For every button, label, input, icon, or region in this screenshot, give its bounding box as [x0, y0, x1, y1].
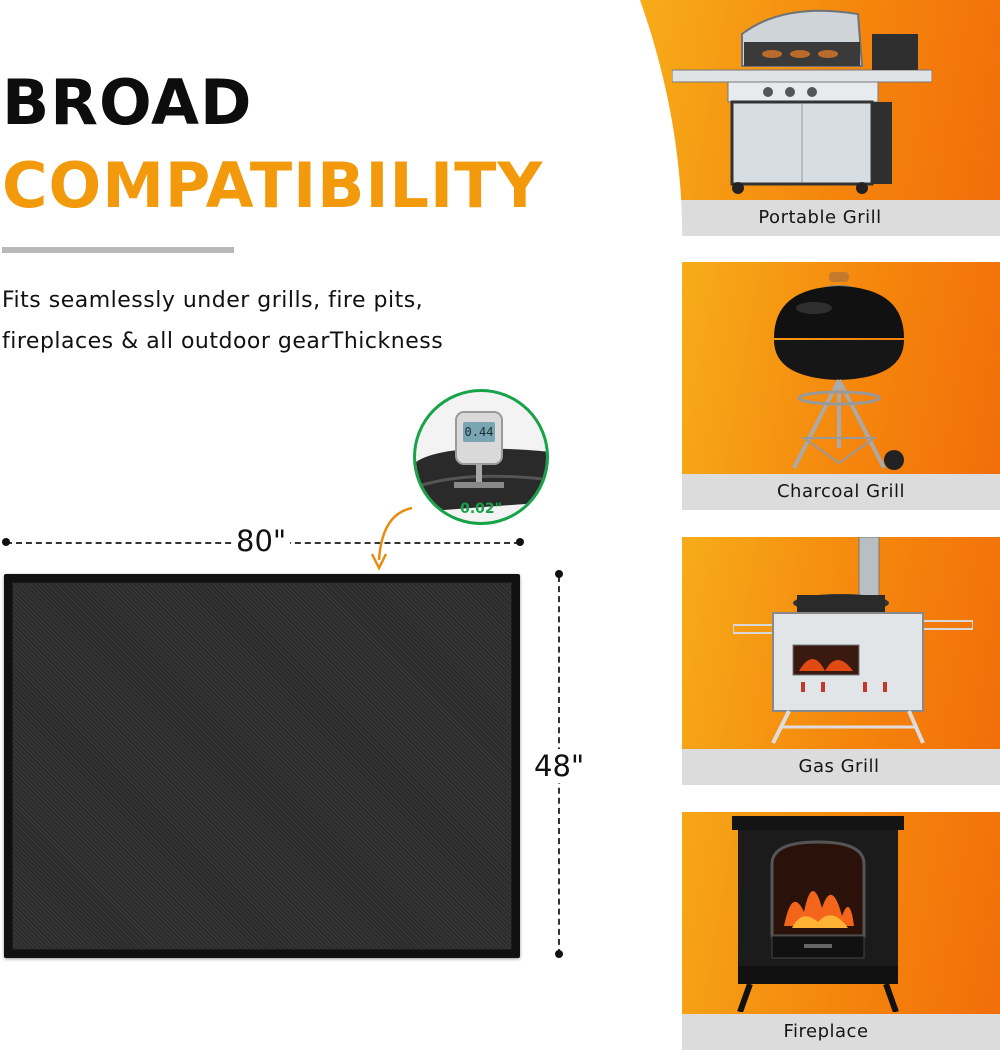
camp-stove-icon: [733, 537, 973, 744]
height-dim-end-dot: [555, 950, 563, 958]
height-label: 48": [530, 749, 589, 783]
panel-curve-divider: [596, 0, 726, 1050]
thickness-arrow-icon: [370, 506, 413, 571]
gas-grill-icon: [672, 9, 932, 194]
compat-label-fireplace: Fireplace: [652, 1014, 1000, 1050]
compat-card-gas-grill: Gas Grill: [678, 537, 1000, 785]
mat-texture: [12, 582, 512, 950]
compat-label-gas-grill: Gas Grill: [678, 749, 1000, 785]
compat-label-portable-grill: Portable Grill: [640, 200, 1000, 236]
description: Fits seamlessly under grills, fire pits,…: [2, 288, 444, 354]
caliper-icon: [416, 411, 546, 512]
thickness-gauge-badge: 0.44 0.02": [413, 389, 549, 525]
width-dim-end-dot: [516, 538, 524, 546]
title-divider: [2, 247, 234, 253]
fire-mat-image: [4, 574, 520, 958]
width-label: 80": [232, 524, 291, 558]
kettle-grill-icon: [774, 272, 904, 470]
width-dim-start-dot: [2, 538, 10, 546]
compat-card-charcoal-grill: Charcoal Grill: [682, 262, 1000, 510]
gauge-readout: 0.44: [464, 425, 494, 439]
compat-card-portable-grill: Portable Grill: [640, 0, 1000, 236]
headline-line2: COMPATIBILITY: [2, 149, 544, 222]
electric-fireplace-icon: [732, 816, 904, 1012]
thickness-label: 0.02": [460, 501, 502, 517]
height-dim-start-dot: [555, 570, 563, 578]
compat-card-fireplace: Fireplace: [652, 812, 1000, 1050]
headline-line1: BROAD: [2, 66, 253, 139]
compat-label-charcoal-grill: Charcoal Grill: [682, 474, 1000, 510]
